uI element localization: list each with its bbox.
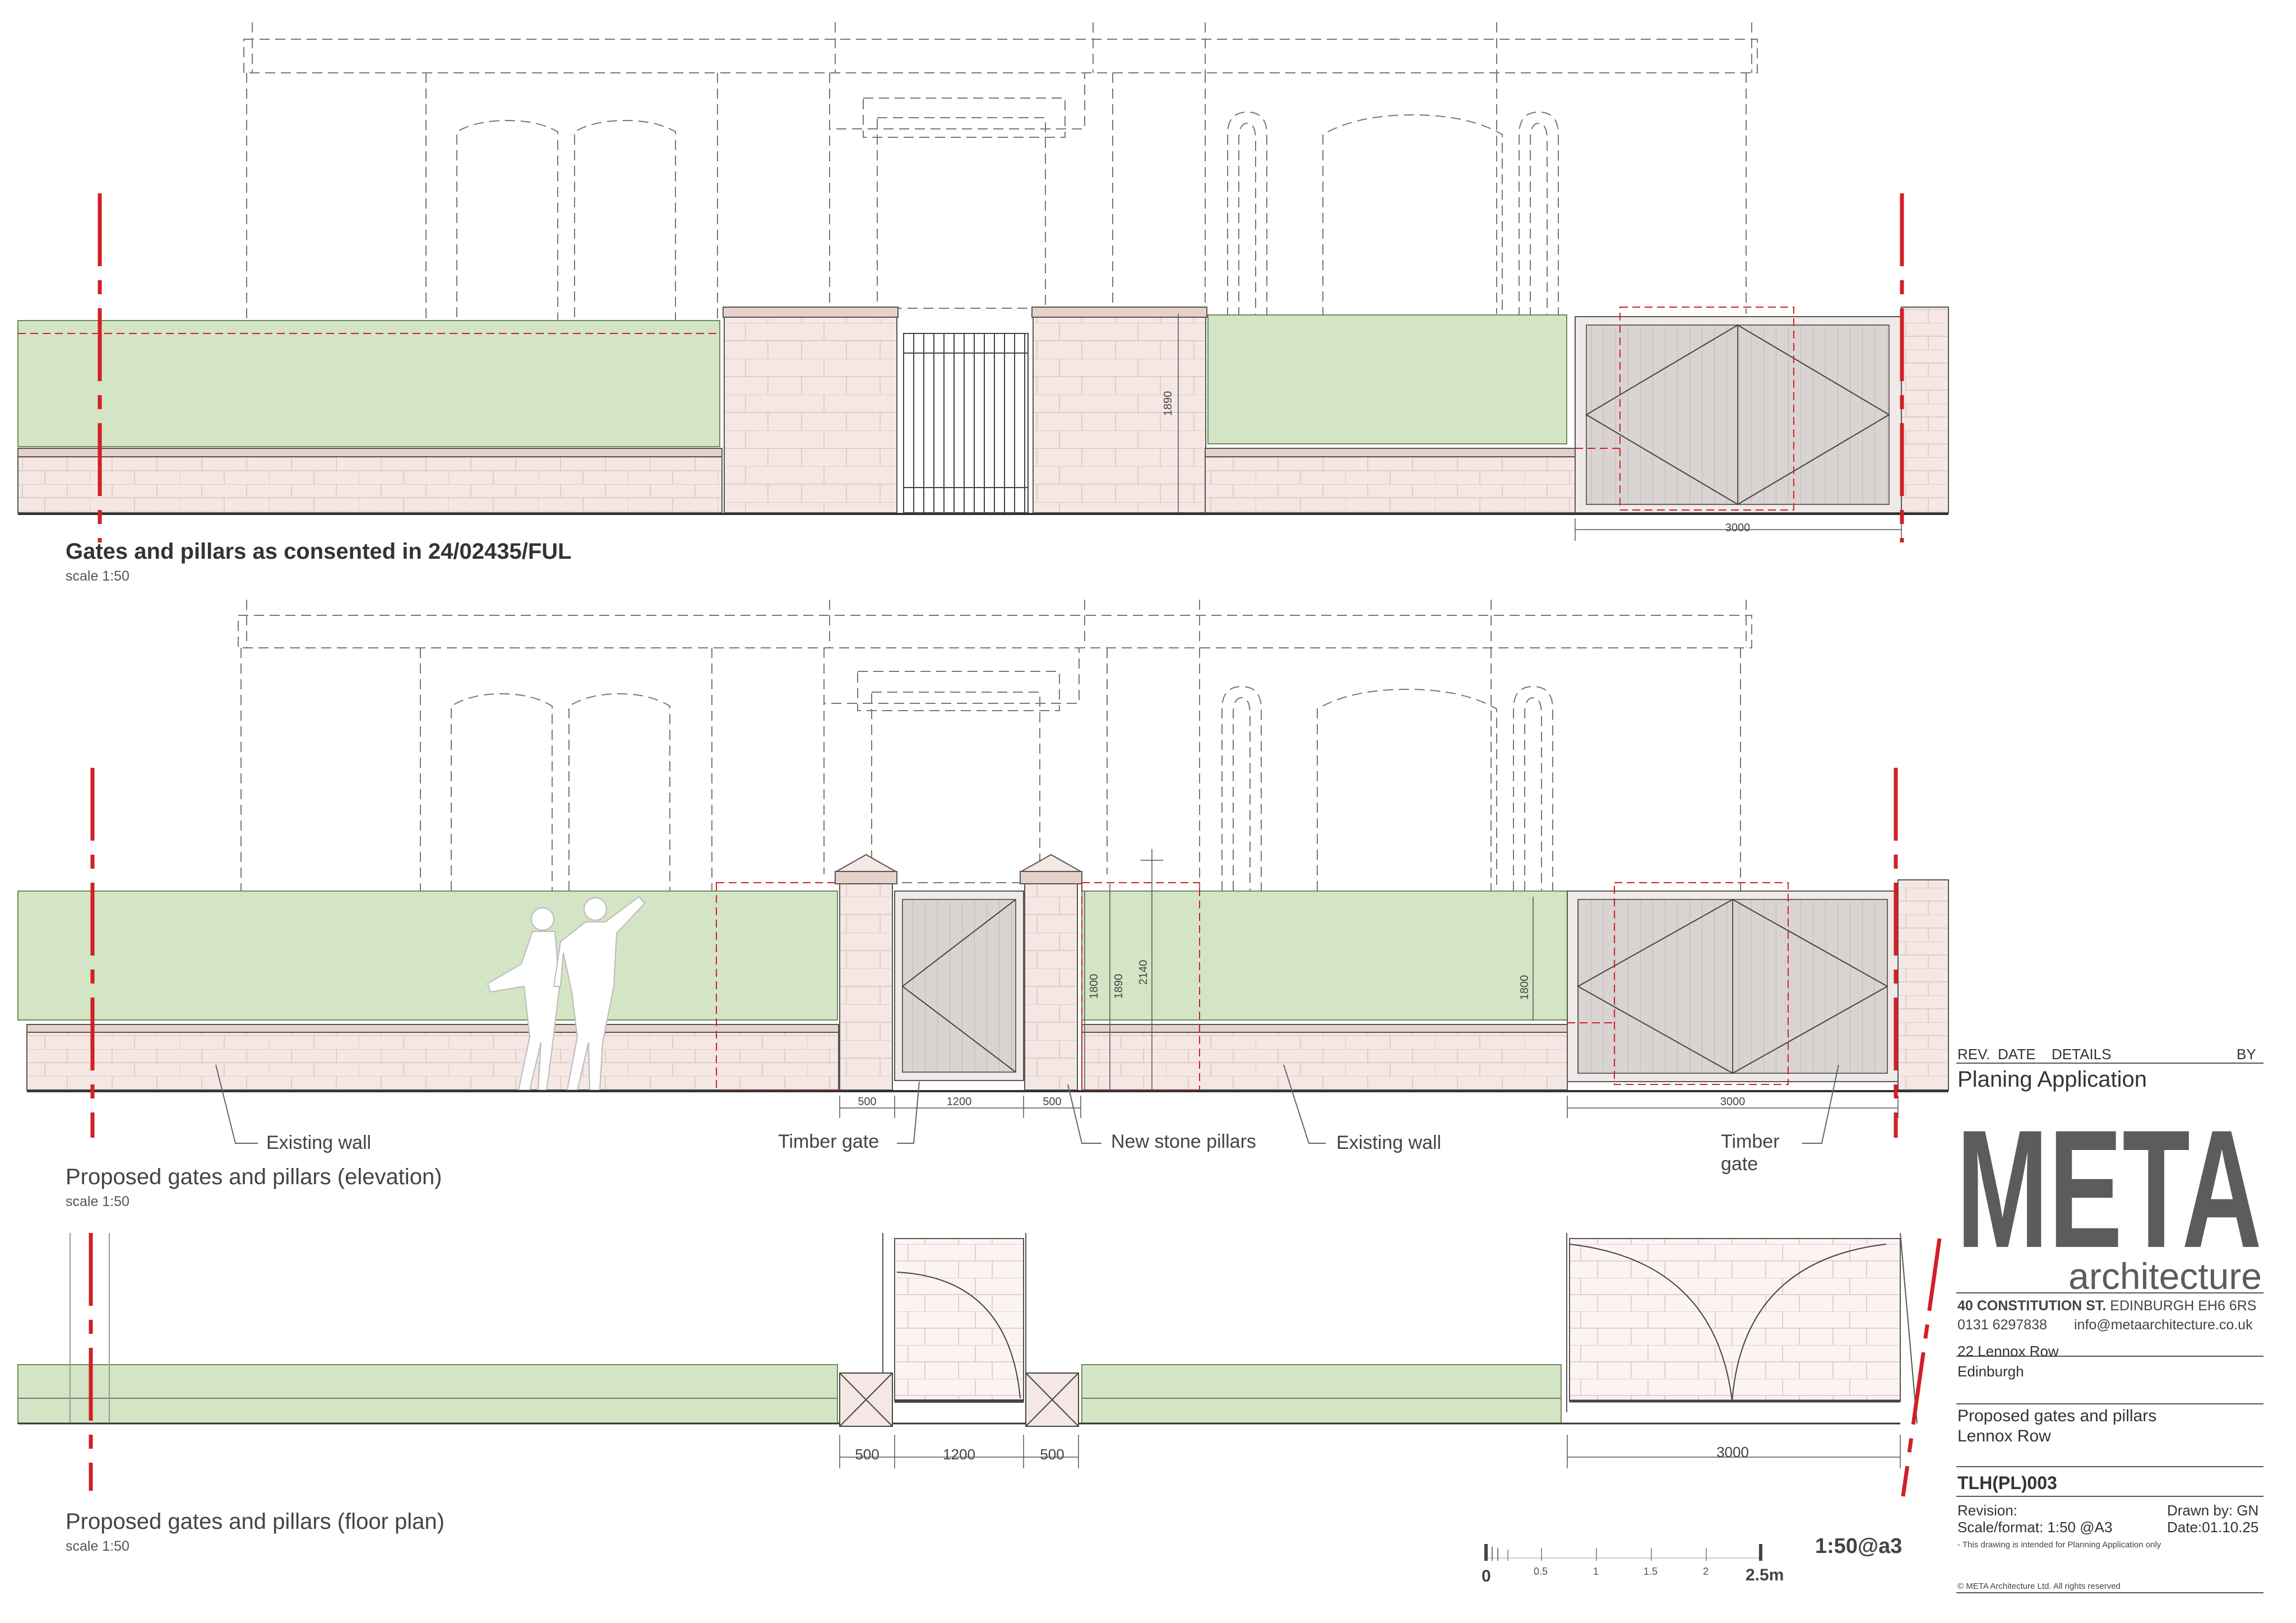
plan-paving-vehicle [1569,1238,1901,1402]
rev-header-date: DATE [1998,1046,2036,1063]
existing-wall-proposed-left [26,1031,839,1091]
callout-new-stone-pillars: New stone pillars [1111,1131,1256,1152]
scale-tick-2: 2 [1703,1566,1709,1577]
status-planning-application: Planing Application [1957,1067,2147,1092]
people-silhouettes [487,896,646,1091]
gate-swing-vehicle-right [1732,1244,1887,1402]
office-email: info@metaarchitecture.co.uk [2074,1317,2253,1333]
floor-plan: 500 1200 500 3000 [17,1232,1942,1497]
pillar-consented-right [1033,316,1206,513]
plan-dim-500-b: 500 [1040,1446,1064,1463]
scale-floor-plan: scale 1:50 [66,1538,129,1554]
existing-wall-left [17,456,723,513]
callout-existing-wall-right: Existing wall [1336,1132,1442,1153]
drawn-by: Drawn by: GN [2167,1502,2259,1519]
rev-header-by: BY [2237,1046,2256,1063]
gate-swing-vehicle-left [1569,1244,1733,1402]
scale-tick-1-5: 1.5 [1644,1566,1658,1577]
site-address-line2: Edinburgh [1957,1363,2024,1380]
callout-timber-gate: Timber gate [778,1131,879,1152]
scale-tick-0-5: 0.5 [1534,1566,1548,1577]
copyright: © META Architecture Ltd. All rights rese… [1957,1582,2121,1591]
drawing-number: TLH(PL)003 [1957,1473,2057,1493]
vehicle-gate-consented [1575,307,1902,513]
dim-500-a: 500 [858,1096,876,1108]
new-stone-pillar-right [1019,854,1083,1091]
hedge-mid [1207,314,1567,444]
boundary-line-right-plan [1901,1238,1942,1497]
office-address: 40 CONSTITUTION ST. EDINBURGH EH6 6RS [1957,1298,2256,1314]
neighbour-wall-mid [1897,879,1949,1091]
scale-tick-1: 1 [1593,1566,1599,1577]
plan-pillar-right [1025,1372,1079,1427]
site-address-line1: 22 Lennox Row [1957,1343,2059,1360]
title-block-rules [1956,1063,2263,1593]
dim-2140: 2140 [1137,960,1150,985]
vehicle-gate-proposed [1567,882,1899,1085]
dim-3000-top: 3000 [1725,522,1751,534]
title-floor-plan: Proposed gates and pillars (floor plan) [66,1509,445,1534]
plan-paving-pedestrian [894,1238,1024,1402]
dim-1890-top: 1890 [1162,391,1174,416]
drawing-note: - This drawing is intended for Planning … [1957,1540,2161,1550]
railing-gate-consented [903,333,1029,513]
address-street: 40 CONSTITUTION ST. [1957,1298,2107,1314]
plan-dim-1200: 1200 [943,1446,975,1463]
gate-swing-pedestrian [896,1272,1021,1399]
elevation-consented: 1890 3000 [17,22,1949,542]
scale-bar [1484,1544,1762,1561]
background-facade-outline [243,22,1758,448]
scale-format: Scale/format: 1:50 @A3 [1957,1519,2113,1536]
callout-existing-wall-left: Existing wall [266,1132,372,1153]
existing-wall-proposed-mid [1081,1031,1568,1091]
dim-1800-b: 1800 [1519,975,1531,1000]
scale-tick-2-5m: 2.5m [1746,1566,1784,1584]
background-facade-outline-2 [238,600,1752,891]
scale-proposed-elevation: scale 1:50 [66,1194,129,1209]
drawing-title-line2: Lennox Row [1957,1427,2051,1445]
logo-architecture: architecture [2068,1255,2262,1297]
neighbour-wall-top [1901,307,1949,513]
title-proposed-elevation: Proposed gates and pillars (elevation) [66,1165,442,1189]
timber-gate-pedestrian [894,891,1024,1081]
plan-dim-500-a: 500 [855,1446,879,1463]
office-phone: 0131 6297838 [1957,1317,2047,1333]
scale-consented: scale 1:50 [66,568,129,584]
callout-timber-gate-right-1: Timber [1721,1131,1780,1152]
hedge-proposed-left [17,891,838,1021]
rev-header-rev: REV. [1957,1046,1991,1063]
title-consented: Gates and pillars as consented in 24/024… [66,539,572,564]
logo-meta: META [1956,1095,2262,1283]
dim-1200: 1200 [947,1096,972,1108]
dim-1890: 1890 [1113,974,1125,999]
revision-label: Revision: [1957,1502,2017,1519]
pillar-consented-left [724,316,897,513]
dim-3000-mid: 3000 [1720,1096,1746,1108]
rev-header-details: DETAILS [2052,1046,2112,1063]
hedge-left [17,320,720,447]
dim-500-b: 500 [1043,1096,1061,1108]
existing-wall-mid [1205,456,1576,513]
drawing-title-line1: Proposed gates and pillars [1957,1407,2157,1425]
callout-timber-gate-right-2: gate [1721,1153,1758,1175]
hedge-plan-left [17,1364,838,1424]
hedge-proposed-mid [1081,891,1568,1021]
elevation-proposed: 1800 1890 2140 1800 500 1200 500 3000 [17,600,1949,1144]
dim-1800-a: 1800 [1088,974,1100,999]
plan-pillar-left [839,1372,893,1427]
new-stone-pillar-left [834,854,898,1091]
address-city: EDINBURGH EH6 6RS [2110,1298,2257,1314]
drawing-date: Date:01.10.25 [2167,1519,2259,1536]
scale-tick-0: 0 [1482,1567,1491,1585]
hedge-plan-mid [1081,1364,1562,1424]
scale-ratio: 1:50@a3 [1815,1534,1902,1558]
plan-dim-3000: 3000 [1716,1444,1749,1460]
